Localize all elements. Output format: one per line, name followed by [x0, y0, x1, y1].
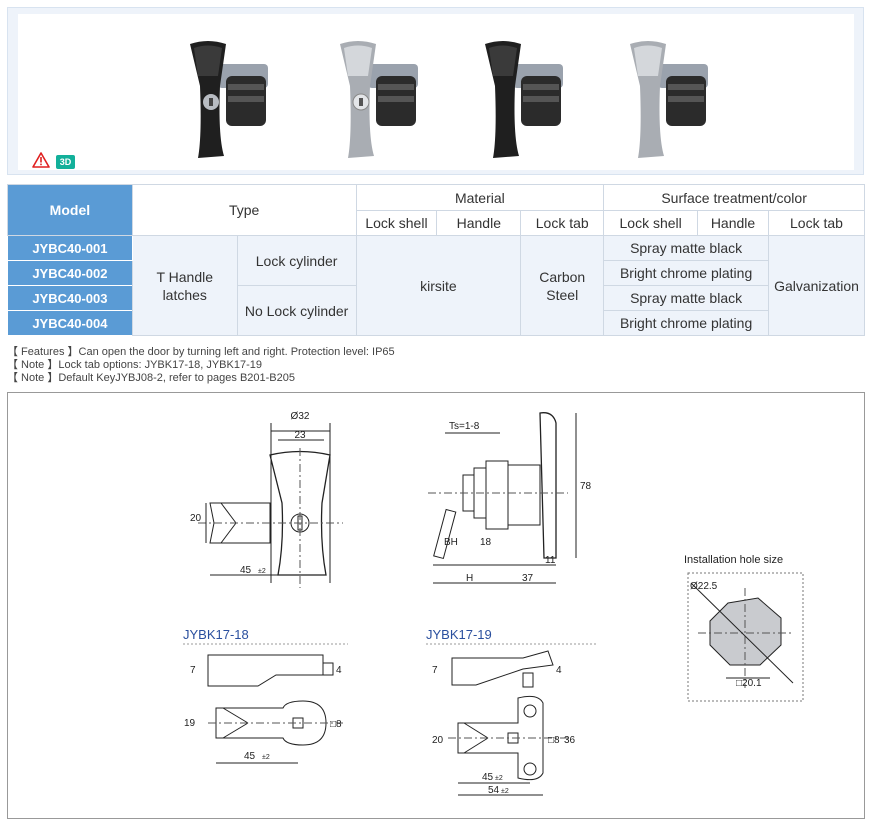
finish-cell: Spray matte black — [603, 285, 769, 311]
finish-cell: Spray matte black — [603, 235, 769, 261]
dim-d20: 20 — [432, 735, 444, 746]
technical-drawing: Ø32 23 20 45 ±2 Ts=1-8 78 BH 18 11 H 37 … — [183, 411, 804, 796]
subheader-surface-lock-shell: Lock shell — [603, 210, 699, 236]
note-default-key: 【 Note 】Default KeyJYBJ08-2, refer to pa… — [7, 372, 295, 384]
dim-d36: 36 — [564, 735, 576, 746]
dim-d7: 7 — [190, 665, 196, 676]
subheader-surface-lock-tab: Lock tab — [767, 210, 866, 236]
notes-block: 【 Features 】Can open the door by turning… — [7, 346, 395, 385]
jybk17-19-drawing — [426, 643, 598, 796]
note-features: 【 Features 】Can open the door by turning… — [7, 346, 395, 358]
dim-d45: 45 — [482, 772, 494, 783]
dim-d18: 18 — [480, 537, 492, 548]
type-lock-cylinder-cell: Lock cylinder — [236, 235, 357, 286]
side-view — [428, 412, 577, 584]
product-image-chrome-nolock — [630, 41, 708, 158]
dim-d7: 7 — [432, 665, 438, 676]
dim-d78: 78 — [580, 481, 592, 492]
lock-tab-finish-cell: Galvanization — [767, 235, 866, 336]
installation-hole-drawing — [687, 572, 804, 702]
dim-hole-sq: □20.1 — [736, 678, 762, 689]
product-image-chrome-lock — [340, 41, 418, 158]
note-lock-tab: 【 Note 】Lock tab options: JYBK17-18, JYB… — [7, 359, 262, 371]
header-material: Material — [355, 184, 605, 211]
install-title: Installation hole size — [684, 554, 783, 566]
model-cell: JYBC40-004 — [7, 310, 133, 336]
dim-hole-dia: Ø22.5 — [690, 581, 718, 592]
dim-tol: ±2 — [258, 568, 266, 575]
type-main-cell: T Handle latches — [131, 235, 238, 336]
header-surface: Surface treatment/color — [603, 184, 865, 211]
dim-d11: 11 — [545, 555, 556, 566]
dim-d45: 45 — [244, 751, 256, 762]
subheader-lock-tab: Lock tab — [520, 210, 605, 236]
jybk17-19-label: JYBK17-19 — [426, 627, 492, 642]
dim-d20: 20 — [190, 513, 202, 524]
dim-h: H — [466, 573, 473, 584]
product-photo-area: 3D — [18, 14, 854, 170]
dim-tol: ±2 — [495, 775, 503, 782]
front-view — [198, 423, 343, 588]
dim-sq8: □8 — [548, 735, 560, 746]
subheader-surface-handle: Handle — [697, 210, 769, 236]
dim-d4: 4 — [336, 665, 342, 676]
dim-d23: 23 — [294, 430, 306, 441]
dim-d45: 45 — [240, 565, 252, 576]
header-type: Type — [131, 184, 357, 236]
header-model: Model — [7, 184, 133, 236]
dim-ts: Ts=1-8 — [449, 421, 480, 432]
subheader-lock-shell: Lock shell — [355, 210, 438, 236]
model-cell: JYBC40-001 — [7, 235, 133, 261]
3d-badge[interactable]: 3D — [56, 155, 75, 169]
dim-sq8: □8 — [330, 719, 342, 730]
product-photo-band: 3D — [7, 7, 864, 175]
material-lock-tab-cell: Carbon Steel — [520, 235, 605, 336]
dim-d54: 54 — [488, 785, 500, 796]
type-no-lock-cylinder-cell: No Lock cylinder — [236, 285, 357, 336]
dim-tol: ±2 — [501, 788, 509, 795]
technical-drawing-frame: Ø32 23 20 45 ±2 Ts=1-8 78 BH 18 11 H 37 … — [7, 392, 865, 819]
finish-cell: Bright chrome plating — [603, 310, 769, 336]
material-kirsite-cell: kirsite — [355, 235, 522, 336]
product-image-black-lock — [190, 41, 268, 158]
jybk17-18-drawing — [183, 643, 348, 764]
model-cell: JYBC40-003 — [7, 285, 133, 311]
warning-triangle-icon — [32, 152, 50, 168]
dim-bh: BH — [444, 537, 458, 548]
subheader-handle: Handle — [436, 210, 522, 236]
dim-tol: ±2 — [262, 754, 270, 761]
dim-d37: 37 — [522, 573, 534, 584]
spec-table: Model Type Material Surface treatment/co… — [7, 184, 866, 336]
dim-d32: Ø32 — [291, 411, 310, 422]
dim-d19: 19 — [184, 718, 196, 729]
product-image-black-nolock — [485, 41, 563, 158]
dim-d4: 4 — [556, 665, 562, 676]
model-cell: JYBC40-002 — [7, 260, 133, 286]
jybk17-18-label: JYBK17-18 — [183, 627, 249, 642]
finish-cell: Bright chrome plating — [603, 260, 769, 286]
